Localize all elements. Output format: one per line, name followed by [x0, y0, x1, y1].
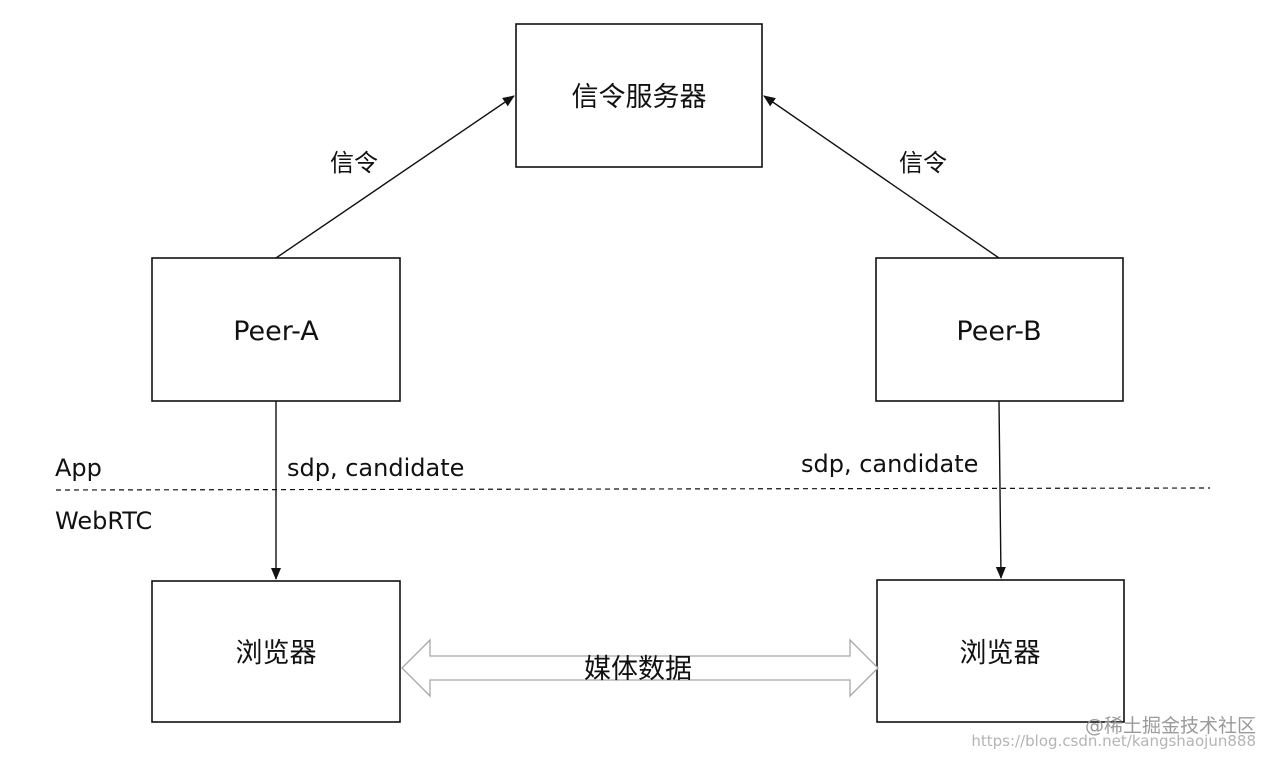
sdp-arrow-right — [995, 400, 1006, 579]
signal-server-node: 信令服务器 — [515, 23, 763, 168]
peer-a-node: Peer-A — [151, 257, 401, 402]
app-layer-label: App — [55, 454, 102, 482]
signal-arrow-right — [763, 95, 1000, 259]
peer-a-label: Peer-A — [233, 316, 319, 347]
signal-left-label: 信令 — [330, 149, 378, 177]
media-data-label: 媒体数据 — [584, 654, 692, 685]
signal-server-label: 信令服务器 — [572, 82, 707, 113]
sdp-left-label: sdp, candidate — [287, 454, 464, 482]
peer-b-node: Peer-B — [875, 257, 1124, 402]
signal-arrow-left — [275, 95, 515, 259]
media-data-double-arrow — [401, 638, 879, 698]
signal-right-label: 信令 — [899, 149, 947, 177]
browser-b-node: 浏览器 — [876, 579, 1125, 723]
peer-b-label: Peer-B — [956, 316, 1041, 347]
browser-a-node: 浏览器 — [151, 580, 401, 723]
webrtc-layer-label: WebRTC — [55, 507, 152, 535]
browser-a-label: 浏览器 — [236, 638, 317, 669]
sdp-right-label: sdp, candidate — [801, 450, 978, 478]
watermark-text: @稀土掘金技术社区 — [1084, 715, 1256, 737]
app-webrtc-divider — [55, 487, 1211, 491]
browser-b-label: 浏览器 — [960, 638, 1041, 669]
watermark-url: https://blog.csdn.net/kangshaojun888 — [971, 732, 1256, 750]
